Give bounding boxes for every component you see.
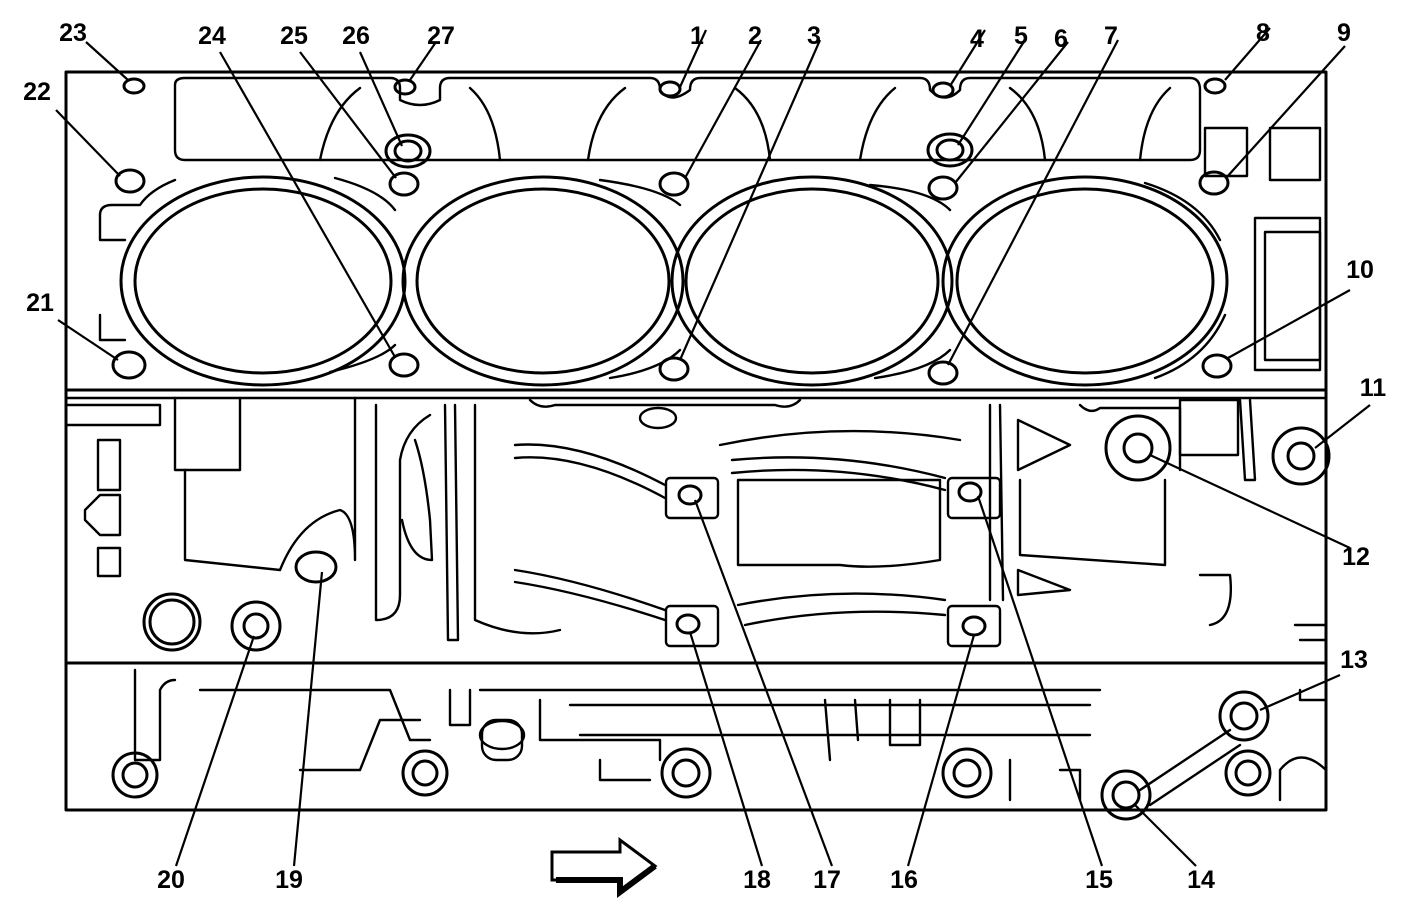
deck-top-features — [173, 76, 1322, 372]
callout-label-20: 20 — [157, 866, 185, 894]
callout-label-10: 10 — [1346, 256, 1374, 284]
leader-line-23 — [85, 41, 129, 81]
callout-labels: 1 2 3 4 5 6 7 8 9 10 11 12 13 14 15 16 1… — [23, 19, 1386, 894]
callout-label-2: 2 — [748, 22, 762, 50]
leader-line-3 — [678, 39, 822, 361]
callout-label-14: 14 — [1187, 866, 1215, 894]
lower-bolt-holes — [111, 690, 1272, 821]
leader-line-12 — [1149, 454, 1351, 549]
leader-lines — [55, 27, 1371, 867]
right-arrow-icon — [550, 837, 658, 898]
callout-label-18: 18 — [743, 866, 771, 894]
leader-line-10 — [1227, 289, 1351, 359]
head-bolt-holes — [111, 77, 1233, 386]
callout-label-25: 25 — [280, 22, 308, 50]
cylinder-bores — [98, 175, 1229, 387]
leader-line-7 — [947, 39, 1119, 366]
leader-line-16 — [906, 634, 976, 867]
callout-label-9: 9 — [1337, 19, 1351, 47]
callout-label-4: 4 — [970, 25, 984, 53]
callout-label-6: 6 — [1054, 25, 1068, 53]
leader-line-4 — [949, 29, 986, 87]
leader-line-6 — [954, 41, 1069, 184]
leader-line-14 — [1134, 804, 1197, 867]
leader-line-24 — [219, 51, 396, 358]
leader-line-11 — [1314, 404, 1371, 449]
callout-label-26: 26 — [342, 22, 370, 50]
callout-label-3: 3 — [807, 22, 821, 50]
leader-line-15 — [976, 495, 1104, 867]
callout-label-7: 7 — [1104, 22, 1118, 50]
callout-label-5: 5 — [1014, 22, 1028, 50]
callout-label-23: 23 — [59, 19, 87, 47]
leader-line-25 — [299, 51, 397, 179]
leader-line-9 — [1225, 45, 1346, 179]
callout-label-19: 19 — [275, 866, 303, 894]
mid-bolt-holes — [142, 414, 1331, 652]
callout-label-11: 11 — [1360, 374, 1387, 402]
leader-line-5 — [957, 39, 1026, 146]
cylinder-bore-2 — [401, 175, 685, 387]
lower-section — [133, 668, 1328, 807]
callout-label-1: 1 — [690, 22, 704, 50]
callout-label-27: 27 — [427, 22, 455, 50]
leader-line-18 — [688, 631, 764, 867]
cylinder-bore-1 — [119, 175, 407, 387]
callout-label-24: 24 — [198, 22, 226, 50]
leader-line-27 — [409, 41, 437, 81]
leader-line-19 — [292, 571, 324, 867]
callout-label-16: 16 — [890, 866, 918, 894]
leader-line-22 — [55, 109, 121, 177]
callout-label-21: 21 — [26, 289, 54, 317]
callout-label-8: 8 — [1256, 19, 1270, 47]
lifter-valley — [64, 396, 1328, 657]
leader-line-13 — [1259, 673, 1341, 712]
leader-line-20 — [174, 635, 256, 867]
leader-line-26 — [358, 51, 404, 147]
cylinder-bore-3 — [670, 175, 954, 387]
callout-label-17: 17 — [813, 866, 841, 894]
leader-line-2 — [684, 39, 762, 179]
leader-line-17 — [693, 499, 834, 867]
cylinder-bore-4 — [941, 175, 1229, 387]
leader-line-21 — [57, 319, 119, 361]
leader-line-1 — [678, 29, 708, 88]
callout-label-15: 15 — [1085, 866, 1113, 894]
callout-label-13: 13 — [1340, 646, 1368, 674]
leader-line-8 — [1224, 27, 1271, 81]
callout-label-22: 22 — [23, 78, 51, 106]
callout-label-12: 12 — [1342, 543, 1370, 571]
